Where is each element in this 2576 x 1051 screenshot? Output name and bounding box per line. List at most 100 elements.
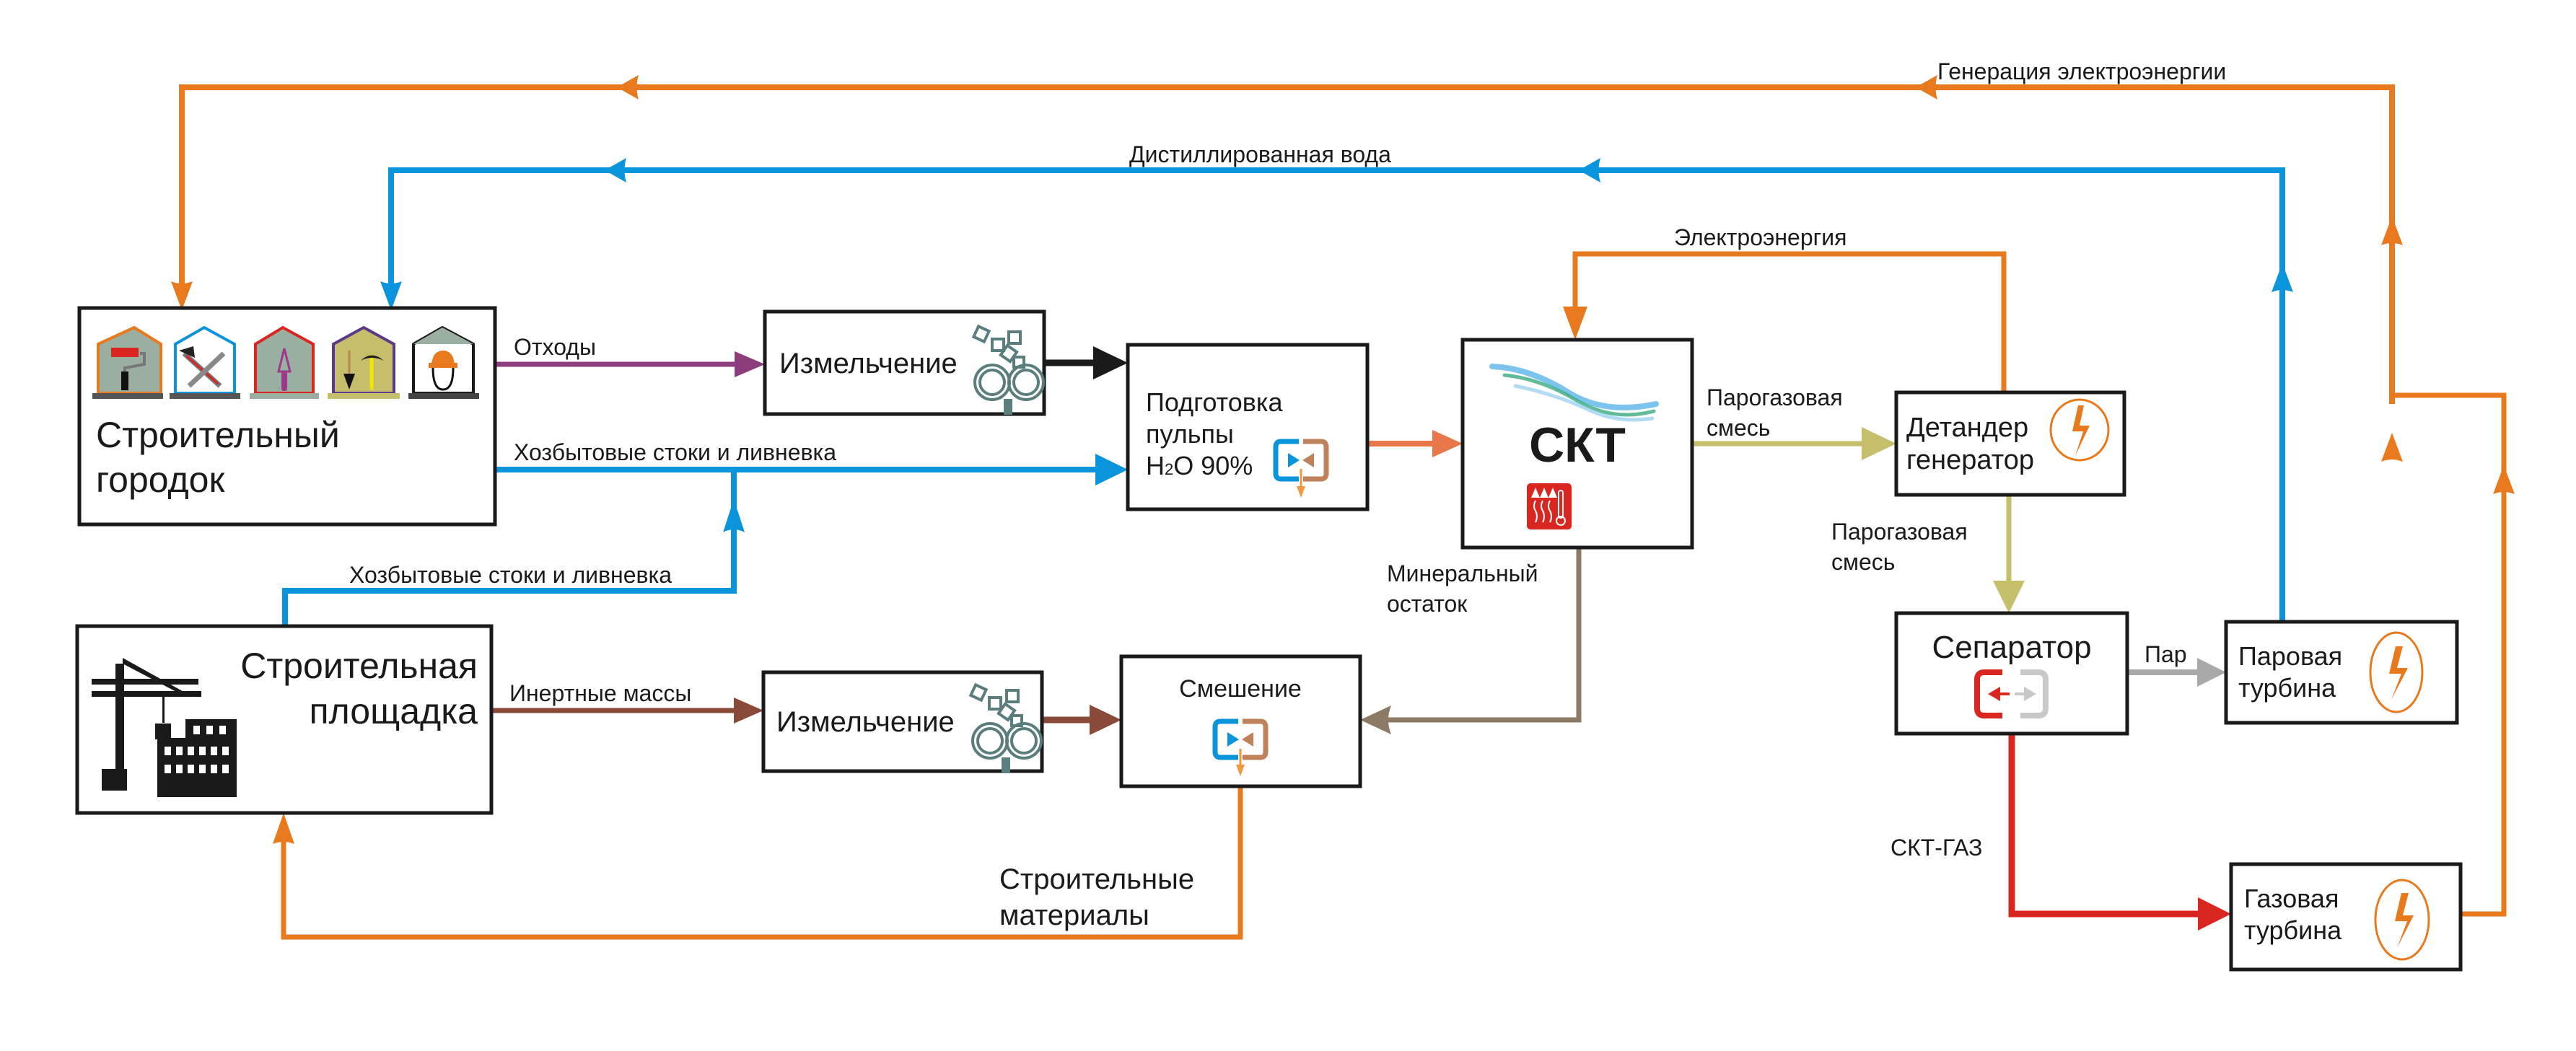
arrow-head: [1993, 581, 2025, 613]
electricity-line: [1572, 251, 2007, 392]
sewage-site-line: [282, 470, 737, 626]
grinder-gears-icon: [971, 324, 1045, 415]
node-separator[interactable]: Сепаратор: [1894, 611, 2129, 736]
flow-labels: Генерация электроэнергии Дистиллированна…: [349, 58, 2226, 931]
arrow-head: [617, 75, 639, 100]
crane-building-icon: [92, 658, 237, 797]
node-grinding-inert[interactable]: Измельчение: [761, 670, 1044, 773]
arrow-head: [1916, 75, 1937, 100]
trowel-icon: [250, 325, 319, 399]
mixing-icon: [1273, 439, 1329, 498]
power-generation-line: [179, 84, 2395, 404]
label-electricity: Электроэнергия: [1674, 224, 1846, 250]
pulp-title-line2: пульпы: [1146, 419, 1234, 449]
label-distilled-water: Дистиллированная вода: [1129, 141, 1391, 167]
arrow-head: [171, 281, 193, 310]
arrow-head: [2198, 897, 2231, 931]
arrow-head: [2197, 658, 2226, 687]
tools-icon: [170, 325, 240, 399]
label-waste: Отходы: [514, 334, 596, 360]
label-power-generation: Генерация электроэнергии: [1937, 58, 2226, 84]
materials-line: [281, 786, 1243, 940]
flow-lines: [179, 84, 2507, 940]
label-gas-mix-1-line2: смесь: [1707, 415, 1770, 441]
distilled-water-line: [388, 167, 2285, 622]
expander-title-line2: генератор: [1906, 445, 2034, 475]
mixing-icon: [1212, 718, 1269, 776]
arrow-head: [380, 281, 402, 310]
label-materials-line1: Строительные: [999, 863, 1194, 895]
arrow-head: [1862, 427, 1896, 460]
lightning-icon: [2049, 398, 2110, 462]
label-gas-mix-2-line1: Парогазовая: [1831, 519, 1968, 545]
camp-title-line2: городок: [96, 459, 225, 500]
label-materials-line2: материалы: [999, 900, 1149, 931]
waves-logo-icon: [1489, 364, 1659, 422]
node-gas-turbine[interactable]: Газовая турбина: [2229, 862, 2463, 972]
node-construction-camp[interactable]: Строительный городок: [77, 306, 497, 527]
arrow-head: [1579, 158, 1600, 183]
label-gas-mix-1-line1: Парогазовая: [1707, 384, 1843, 410]
node-skt[interactable]: СКТ: [1460, 338, 1694, 550]
node-pulp-preparation[interactable]: Подготовка пульпы H2O 90%: [1126, 343, 1370, 511]
pulp-sub: 2: [1165, 460, 1173, 478]
heat-thermometer-icon: [1527, 483, 1572, 529]
label-sewage-camp: Хозбытовые стоки и ливневка: [514, 439, 836, 465]
grind1-title: Измельчение: [779, 348, 958, 379]
arrow-head: [1432, 430, 1463, 457]
arrow-head: [605, 158, 626, 183]
paint-roller-icon: [92, 325, 163, 399]
site-title-line2: площадка: [309, 691, 478, 731]
arrow-head: [273, 813, 294, 844]
label-inert: Инертные массы: [509, 680, 691, 706]
label-gas-mix-2-line2: смесь: [1831, 549, 1895, 575]
arrow-head: [1093, 346, 1128, 379]
label-mineral-line2: остаток: [1387, 591, 1468, 617]
arrow-head: [2381, 433, 2403, 462]
arrow-heads: [171, 75, 2515, 931]
node-construction-site[interactable]: Строительная площадка: [75, 624, 494, 815]
mix-title: Смешение: [1179, 675, 1302, 703]
skt-title: СКТ: [1529, 418, 1626, 472]
mineral-residue-line: [1385, 548, 1582, 723]
grinder-gears-icon: [968, 682, 1043, 773]
skt-gas-line: [2008, 734, 2201, 918]
site-title-line1: Строительная: [240, 646, 478, 686]
arrow-head: [1095, 454, 1128, 485]
pulp-title-line1: Подготовка: [1146, 387, 1283, 417]
lightning-icon: [2369, 631, 2424, 713]
label-sewage-site: Хозбытовые стоки и ливневка: [349, 562, 672, 588]
arrow-head: [2271, 263, 2293, 292]
arrow-head: [1360, 705, 1391, 734]
arrow-head: [2493, 465, 2515, 494]
arrow-head: [1090, 705, 1121, 735]
pulp-title-line3: H2O 90%: [1146, 451, 1253, 480]
label-steam: Пар: [2145, 641, 2187, 667]
arrow-head: [734, 698, 763, 724]
label-mineral-line1: Минеральный: [1387, 560, 1538, 586]
lightning-icon: [2374, 879, 2430, 961]
gas-turbine-power-line: [2392, 392, 2507, 917]
arrow-head: [2381, 216, 2403, 245]
gas-turbine-title-line2: турбина: [2244, 915, 2342, 945]
node-mixing[interactable]: Смешение: [1119, 654, 1362, 788]
steam-turbine-title-line2: турбина: [2238, 673, 2336, 703]
node-expander-generator[interactable]: Детандер генератор: [1894, 390, 2126, 497]
node-steam-turbine[interactable]: Паровая турбина: [2224, 620, 2459, 725]
pulp-post: O 90%: [1173, 451, 1253, 480]
arrow-head: [735, 351, 765, 377]
separator-title: Сепаратор: [1932, 630, 2091, 665]
node-grinding-waste[interactable]: Измельчение: [763, 309, 1046, 416]
steam-turbine-title-line1: Паровая: [2238, 641, 2342, 671]
helmet-icon: [408, 325, 479, 399]
grind2-title: Измельчение: [776, 706, 955, 738]
arrow-head: [723, 499, 745, 532]
arrow-head: [1563, 307, 1587, 340]
label-skt-gas: СКТ-ГАЗ: [1891, 835, 1982, 861]
expander-title-line1: Детандер: [1906, 413, 2028, 443]
camp-buildings-icons: [92, 325, 479, 399]
pulp-h: H: [1146, 451, 1165, 480]
separation-icon: [1974, 669, 2049, 718]
camp-title-line1: Строительный: [96, 415, 340, 455]
